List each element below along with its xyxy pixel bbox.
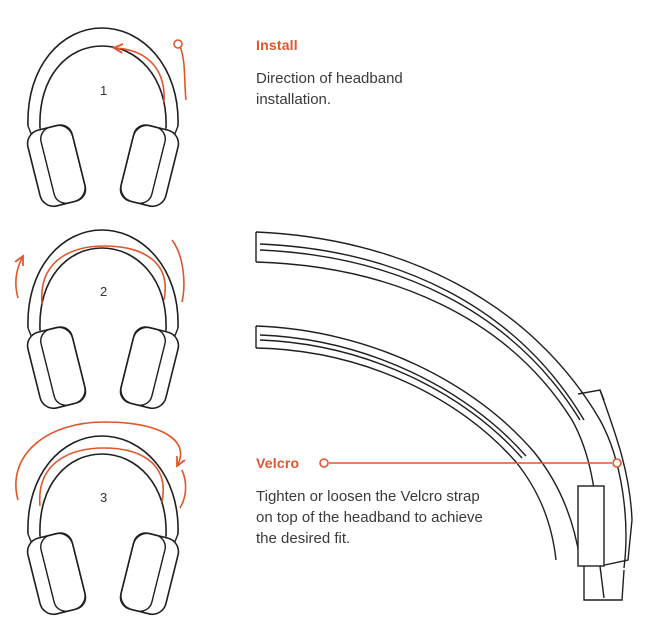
install-pointer-dot [173,39,183,49]
velcro-description-line-3: the desired fit. [256,530,351,547]
step-3-number: 3 [100,490,107,505]
step-1-number: 1 [100,83,107,98]
headset-step-3 [23,435,183,619]
install-description-line-1: Direction of headband [256,70,403,87]
step-2-left-arrow [16,258,22,299]
velcro-title: Velcro [256,455,300,471]
step-3-inner-arrow [39,447,165,507]
velcro-description-line-1: Tighten or loosen the Velcro strap [256,488,480,505]
install-direction-arrow [116,48,165,103]
headset-step-2 [23,229,183,413]
step-2-right-line [171,239,185,303]
step-2-inner-arrow [41,245,167,305]
headband-closeup [255,231,633,601]
step-2-number: 2 [100,284,107,299]
step-3-outer-arrow [15,421,181,501]
install-guide-line [179,45,187,101]
headset-step-1 [23,27,183,211]
velcro-callout-end-dot [612,458,622,468]
step-3-right-line [179,469,187,509]
velcro-description-line-2: on top of the headband to achieve [256,509,483,526]
install-description-line-2: installation. [256,91,332,108]
velcro-callout-start-dot [319,458,329,468]
install-title: Install [256,37,298,53]
